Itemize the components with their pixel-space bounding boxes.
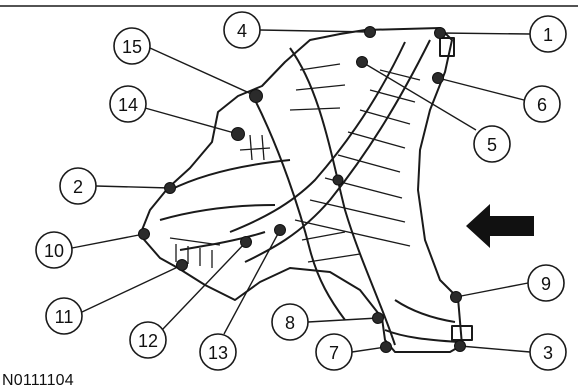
bolt-9 [450,291,462,303]
upper-tab [439,37,455,57]
intake-manifold [139,27,473,353]
bolt-12 [240,236,252,248]
callout-15: 15 [113,27,151,65]
leader-8 [307,317,379,323]
leader-9 [455,282,529,298]
plenum-runner-1 [169,159,291,191]
leader-lines [71,29,531,353]
callout-1: 1 [529,15,567,53]
leader-11 [81,264,183,313]
bolt-5 [356,56,368,68]
bolt-10 [138,228,150,240]
leader-12 [161,241,247,331]
bolt-14 [231,127,245,141]
callout-14: 14 [109,85,147,123]
runner-band-inner [254,99,346,321]
leader-3 [459,345,531,353]
leader-15 [149,47,257,97]
manifold-outline [139,27,463,353]
callout-15-label: 15 [122,37,142,57]
bolt-1 [434,27,446,39]
bolts [138,26,466,353]
callout-12: 12 [129,321,167,359]
bolt-6 [432,72,444,84]
runner-band-outer [289,47,396,346]
lower-duct-edge [384,329,459,343]
callout-14-label: 14 [118,95,138,115]
bolt-center [332,174,344,186]
callout-11: 11 [45,297,83,335]
bolt-8 [372,312,384,324]
leader-14 [144,107,239,135]
callout-12-label: 12 [138,331,158,351]
direction-arrow-icon [466,204,534,248]
callout-1-label: 1 [543,25,553,45]
bolt-2 [164,182,176,194]
callout-5-label: 5 [487,135,497,155]
bolt-15 [249,89,263,103]
callout-9-label: 9 [541,274,551,294]
bolt-11 [176,259,188,271]
callout-13: 13 [199,333,237,371]
callout-3-label: 3 [543,343,553,363]
callouts: 1 2 3 4 5 6 7 [35,11,567,371]
callout-6-label: 6 [537,95,547,115]
callout-2: 2 [59,167,97,205]
figure-id: N0111104 [2,372,74,389]
callout-9: 9 [527,264,565,302]
lattice-band-b [229,41,406,233]
lattice-ribs [169,63,421,268]
leader-2 [95,185,171,189]
bolt-7 [380,341,392,353]
callout-7: 7 [315,333,353,371]
callout-11-label: 11 [55,307,74,327]
leader-5 [361,61,477,131]
callout-7-label: 7 [329,343,339,363]
lower-tab [451,325,473,341]
lower-duct [394,299,456,323]
callout-2-label: 2 [73,177,83,197]
callout-4: 4 [223,11,261,49]
leader-4 [259,29,371,33]
callout-10-label: 10 [44,241,64,261]
callout-6: 6 [523,85,561,123]
callout-8-label: 8 [285,313,295,333]
callout-10: 10 [35,231,73,269]
bolt-3 [454,340,466,352]
leader-13 [223,229,281,335]
plenum-runner-2 [159,204,276,221]
leader-6 [437,77,525,101]
callout-13-label: 13 [208,343,228,363]
callout-3: 3 [529,333,567,371]
plenum-runner-3 [179,231,266,251]
leader-10 [71,233,145,249]
lattice-band-a [244,39,431,263]
callout-8: 8 [271,303,309,341]
leader-1 [439,32,531,35]
callout-5: 5 [473,125,511,163]
bolt-4 [364,26,376,38]
callout-4-label: 4 [237,21,247,41]
bolt-13 [274,224,286,236]
